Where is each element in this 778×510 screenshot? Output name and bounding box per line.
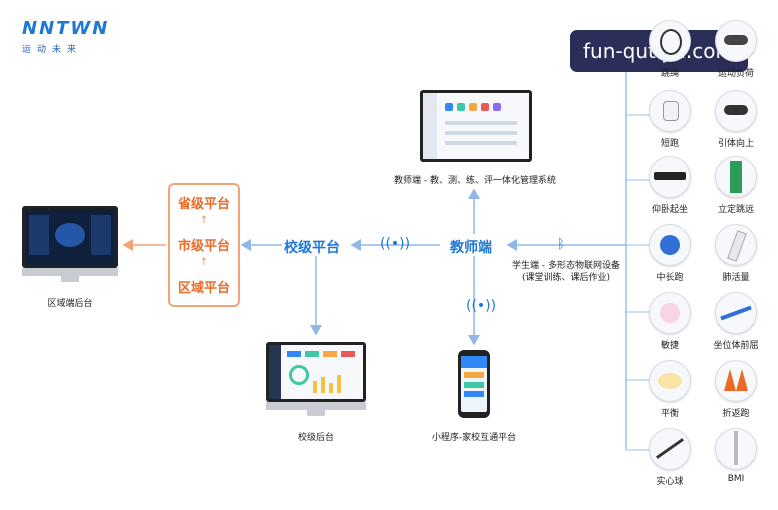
device-label: 跳绳	[660, 69, 679, 79]
student-label-line1: 学生端 - 多形态物联网设备	[512, 261, 620, 271]
device-jump-rope: 跳绳	[640, 20, 700, 79]
device-balance: 平衡	[640, 360, 700, 419]
device-label: 运动负荷	[717, 69, 754, 79]
school-backend-device	[266, 342, 366, 416]
wifi-icon: ((•))	[466, 298, 497, 314]
device-sprint: 短跑	[640, 90, 700, 149]
school-backend-label: 校级后台	[297, 433, 334, 443]
district-platform-label: 区域平台	[177, 281, 230, 296]
arrow-up-icon: ↑	[199, 257, 209, 268]
device-label: 折返跑	[722, 409, 750, 419]
device-spirometer: 肺活量	[706, 224, 766, 283]
device-long-jump: 立定跳远	[706, 156, 766, 215]
teacher-tablet-device	[420, 90, 532, 162]
device-label: 中长跑	[656, 273, 684, 283]
city-platform-label: 市级平台	[177, 239, 230, 254]
spirometer-icon	[715, 224, 757, 266]
school-platform-label: 校级平台	[284, 240, 340, 256]
cone-icon	[715, 360, 757, 402]
device-label: 实心球	[656, 477, 684, 487]
medicine-ball-icon	[649, 428, 691, 470]
device-grid: 跳绳 运动负荷 短跑 引体向上 仰卧起坐 立定跳远 中长跑	[640, 20, 770, 500]
device-label: 立定跳远	[717, 205, 754, 215]
device-label: 仰卧起坐	[651, 205, 688, 215]
device-label: 短跑	[660, 139, 679, 149]
device-sit-reach: 坐位体前屈	[706, 292, 766, 351]
device-exercise-load: 运动负荷	[706, 20, 766, 79]
brand-logo: NNTWN 运动未来	[22, 18, 132, 55]
wristband-icon	[649, 224, 691, 266]
pullup-sensor-icon	[715, 90, 757, 132]
mini-program-phone	[458, 350, 490, 418]
teacher-system-label: 教师端 - 教、测、练、评一体化管理系统	[394, 176, 556, 186]
device-shuttle-run: 折返跑	[706, 360, 766, 419]
device-medicine-ball: 实心球	[640, 428, 700, 487]
sit-reach-icon	[715, 292, 757, 334]
situp-mat-icon	[649, 156, 691, 198]
brand-wordmark: NNTWN	[22, 18, 110, 39]
device-pullup: 引体向上	[706, 90, 766, 149]
wifi-icon: ((•))	[380, 236, 411, 252]
dashboard-screen-icon	[22, 206, 118, 268]
device-label: 引体向上	[717, 139, 754, 149]
regional-tiers-box: 省级平台 ↑ 市级平台 ↑ 区域平台	[168, 183, 240, 307]
device-label: 肺活量	[722, 273, 750, 283]
teacher-node-label: 教师端	[450, 240, 492, 256]
bluetooth-icon: ᛒ	[557, 237, 565, 252]
district-backend-label: 区域端后台	[47, 299, 93, 309]
arrow-up-icon: ↑	[199, 215, 209, 226]
balance-pad-icon	[649, 360, 691, 402]
mini-program-label: 小程序-家校互通平台	[431, 433, 517, 443]
sprint-sensor-icon	[649, 90, 691, 132]
device-label: BMI	[727, 474, 745, 484]
district-backend-device	[22, 206, 118, 282]
device-label: 敏捷	[660, 341, 679, 351]
school-dashboard-screen-icon	[266, 342, 366, 402]
agility-pad-icon	[649, 292, 691, 334]
student-label-line2: (课堂训练、课后作业)	[521, 273, 611, 283]
device-situp: 仰卧起坐	[640, 156, 700, 215]
brand-subtitle: 运动未来	[22, 45, 83, 55]
province-platform-label: 省级平台	[177, 197, 230, 212]
device-bmi: BMI	[706, 428, 766, 484]
long-jump-mat-icon	[715, 156, 757, 198]
device-agility: 敏捷	[640, 292, 700, 351]
jump-rope-icon	[649, 20, 691, 62]
device-label: 平衡	[660, 409, 679, 419]
device-label: 坐位体前屈	[713, 341, 759, 351]
height-scale-icon	[715, 428, 757, 470]
heart-monitor-icon	[715, 20, 757, 62]
device-distance-run: 中长跑	[640, 224, 700, 283]
